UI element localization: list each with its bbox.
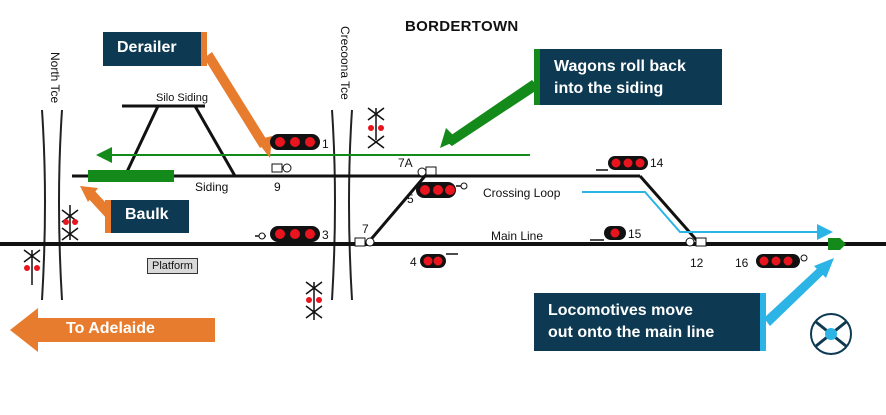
wagons-callout-line2: into the siding: [554, 80, 664, 97]
crossing-loop-label: Crossing Loop: [483, 186, 561, 200]
crossing-loop-connector: [638, 175, 702, 245]
silo-siding-track: [122, 104, 237, 177]
station-title: BORDERTOWN: [405, 18, 519, 35]
derailer-callout: Derailer: [103, 32, 207, 66]
signal-number-12: 12: [690, 256, 704, 270]
derailer-callout-text: Derailer: [117, 39, 177, 56]
wagons-roll-back-callout: Wagons roll back into the siding: [534, 49, 722, 105]
signal-number-3: 3: [322, 228, 329, 242]
locomotives-move-callout: Locomotives move out onto the main line: [534, 293, 766, 351]
baulk-marker: [88, 170, 174, 182]
wagons-callout-pointer-head: [440, 128, 458, 148]
to-adelaide-arrow: [10, 308, 215, 352]
level-crossing-icon: [367, 107, 385, 149]
baulk-callout-text: Baulk: [125, 206, 169, 223]
signal-3: [255, 226, 320, 242]
platform-label: Platform: [147, 258, 198, 274]
crecoona-tce-street: [331, 109, 353, 301]
signal-16: [756, 254, 808, 268]
locomotives-callout-pointer-head: [814, 258, 834, 278]
derailer-callout-pointer: [204, 52, 268, 148]
silo-siding-label: Silo Siding: [156, 92, 208, 104]
level-crossing-icon: [305, 281, 323, 320]
signal-7: [354, 237, 375, 247]
signal-9: [271, 163, 292, 173]
derailer-callout-pointer-head: [256, 136, 272, 158]
main-line-label: Main Line: [491, 229, 544, 243]
compass-logo-icon: [810, 313, 852, 355]
signal-number-9: 9: [274, 180, 281, 194]
signal-number-1: 1: [322, 137, 329, 151]
level-crossing-icon: [61, 205, 79, 241]
signal-number-16: 16: [735, 256, 749, 270]
wagons-callout-line1: Wagons roll back: [554, 58, 686, 75]
signal-14: [596, 156, 648, 171]
to-adelaide-label: To Adelaide: [66, 320, 155, 337]
signal-number-4: 4: [410, 255, 417, 269]
signal-15: [590, 226, 626, 241]
locomotive-marker: [828, 238, 846, 250]
loco-callout-line1: Locomotives move: [548, 302, 693, 319]
signal-4: [420, 253, 458, 268]
north-tce-street: [41, 109, 63, 301]
wagons-callout-pointer: [444, 80, 540, 146]
north-tce-label: North Tce: [48, 52, 62, 104]
siding-connector-track: [365, 175, 427, 245]
locomotives-callout-pointer: [764, 264, 828, 326]
signal-7A: [417, 166, 437, 177]
loco-callout-line2: out onto the main line: [548, 324, 715, 341]
signal-12: [685, 237, 707, 247]
locomotives-move-arrow: [582, 191, 833, 240]
signal-number-14: 14: [650, 156, 664, 170]
crecoona-tce-label: Crecoona Tce: [338, 26, 352, 100]
signal-1: [270, 134, 320, 150]
baulk-callout-pointer-head: [80, 186, 98, 202]
signal-number-7: 7: [362, 222, 369, 236]
level-crossing-icon: [23, 249, 41, 285]
signal-number-5: 5: [407, 192, 414, 206]
baulk-callout: Baulk: [105, 200, 189, 233]
signal-5: [416, 182, 468, 198]
siding-label: Siding: [195, 180, 229, 194]
signal-number-7A: 7A: [398, 156, 413, 170]
signal-number-15: 15: [628, 227, 642, 241]
